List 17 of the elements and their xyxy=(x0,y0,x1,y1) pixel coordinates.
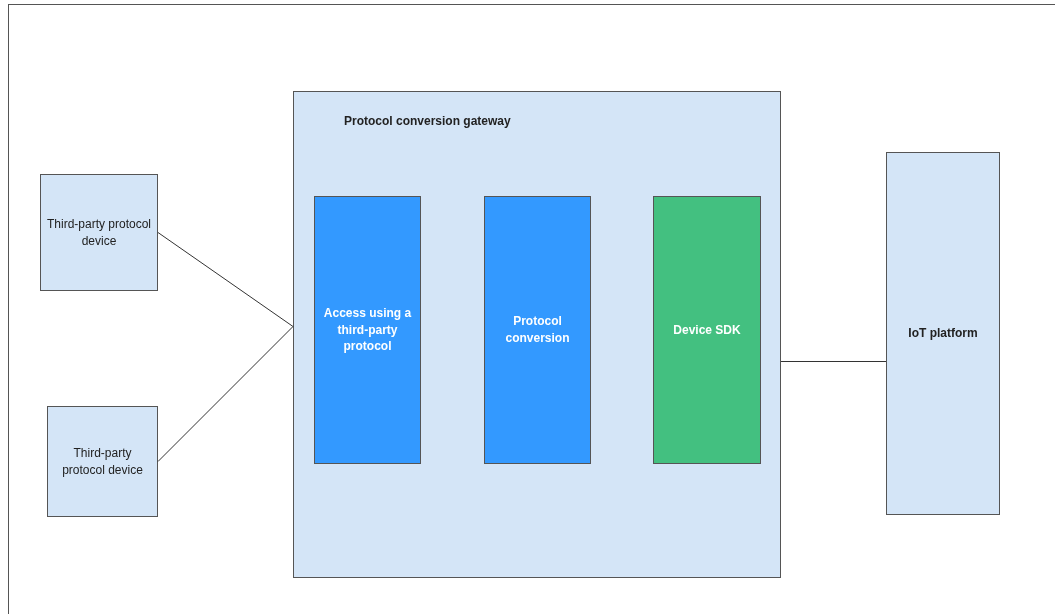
device-box xyxy=(47,406,158,517)
container-heading: Protocol conversion gateway xyxy=(344,114,511,128)
node-label: IoT platform xyxy=(907,325,979,342)
device-box xyxy=(40,174,158,291)
module-box xyxy=(653,196,761,464)
connector-line xyxy=(780,361,887,362)
node-label: Third-party protocol device xyxy=(61,444,144,479)
connector-line xyxy=(157,232,294,327)
node-label: Protocol conversion xyxy=(504,313,571,347)
connector-line xyxy=(157,326,294,462)
node-label: Access using a third-party protocol xyxy=(322,304,413,356)
platform-box xyxy=(886,152,1000,515)
node-label: Device SDK xyxy=(672,321,742,339)
gateway-container xyxy=(293,91,781,578)
node-label: Third-party protocol device xyxy=(45,215,152,250)
module-box xyxy=(484,196,591,464)
module-box xyxy=(314,196,421,464)
